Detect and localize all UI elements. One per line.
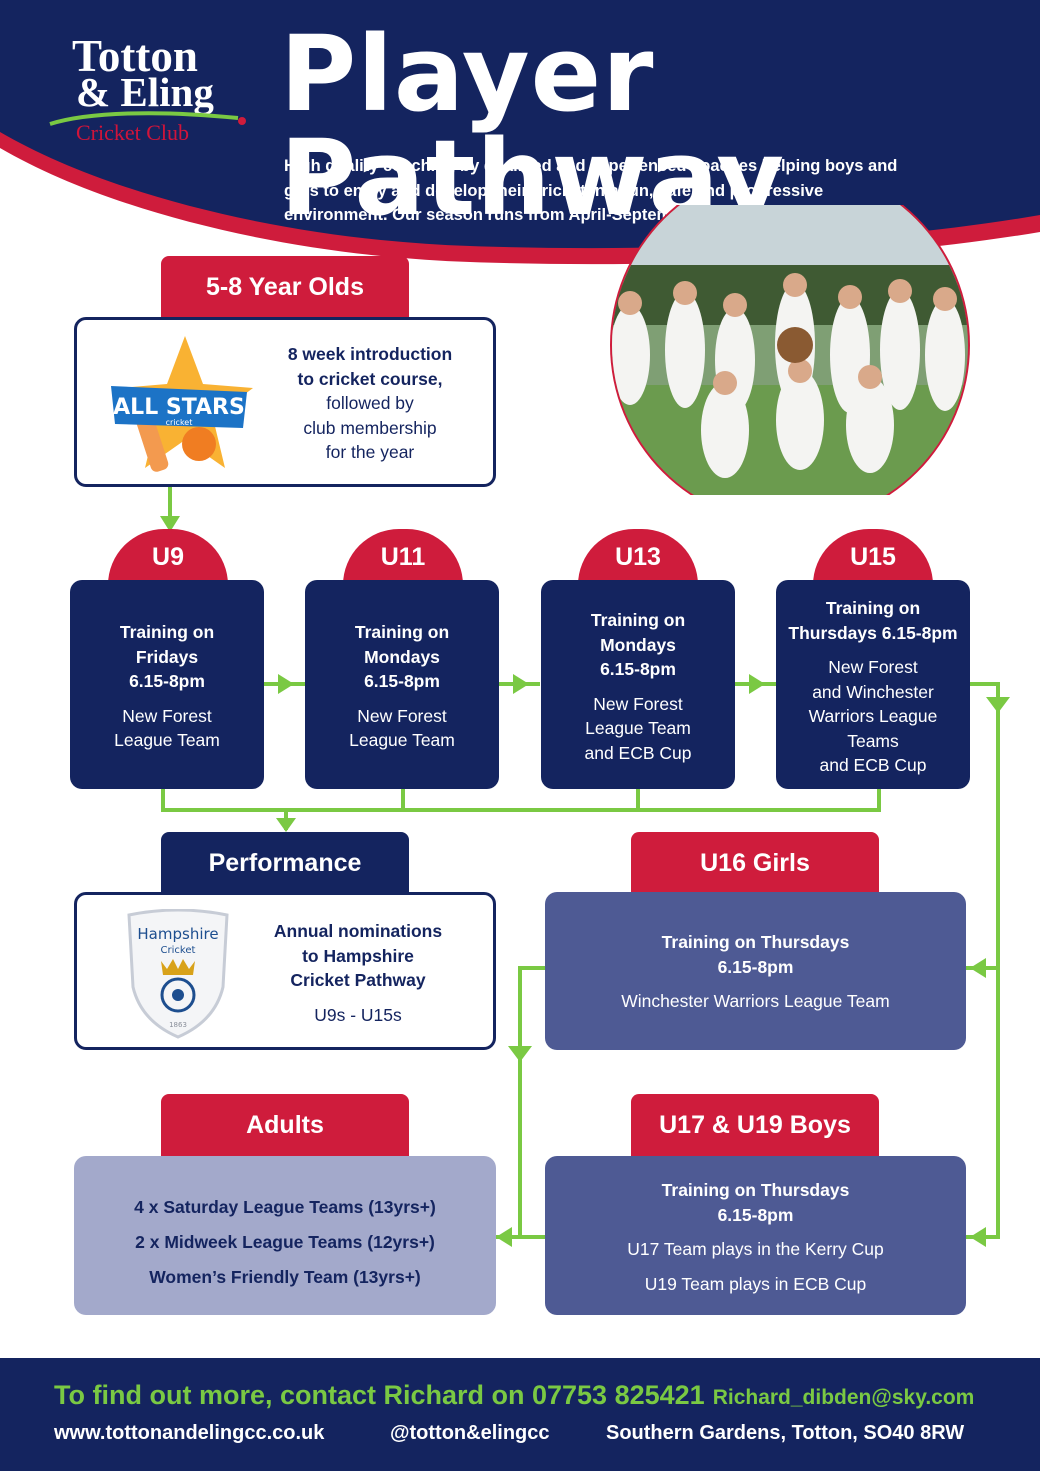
u9-line-2: Fridays [135,646,199,667]
performance-line-4: U9s - U15s [314,1004,402,1025]
u13-line-1: Training on [590,610,686,630]
footer-contact: To find out more, contact Richard on 077… [54,1380,974,1411]
u17-u19-line-3: U17 Team plays in the Kerry Cup [627,1239,884,1259]
hampshire-crest-icon: Hampshire Cricket 1863 [127,909,229,1039]
u16-girls-box: Training on Thursdays 6.15-8pm Wincheste… [545,892,966,1050]
u15-line-1: Training on [825,598,921,618]
pathway-connectors [160,487,1010,1247]
performance-line-2: to Hampshire [302,945,414,966]
performance-line-1: Annual nominations [273,921,443,941]
all-stars-line-4: club membership [303,417,437,438]
all-stars-badge-icon: ALL STARS cricket [111,336,253,472]
all-stars-line-1: 8 week introduction [287,344,453,364]
u11-line-2: Mondays [364,646,440,667]
u9-box: Training on Fridays 6.15-8pm New Forest … [70,580,264,789]
header-banner [0,0,1040,265]
u11-box: Training on Mondays 6.15-8pm New Forest … [305,580,499,789]
u15-line-2: Thursdays 6.15-8pm [788,622,958,643]
u13-box: Training on Mondays 6.15-8pm New Forest … [541,580,735,789]
tab-u16-girls[interactable]: U16 Girls [631,832,879,894]
u9-team-2: League Team [114,730,220,750]
u9-line-1: Training on [119,622,215,642]
u15-team-2: and Winchester [812,681,934,702]
team-photo [610,205,970,495]
footer: To find out more, contact Richard on 077… [0,1358,1040,1471]
crest-year: 1863 [169,1021,187,1029]
badge-bottom-text: cricket [166,418,193,427]
u11-team-1: New Forest [357,705,447,726]
contact-text: To find out more, contact Richard on 077… [54,1380,705,1410]
performance-box: Hampshire Cricket 1863 Annual nomination… [74,892,496,1050]
contact-email-link[interactable]: Richard_dibden@sky.com [712,1386,975,1409]
all-stars-box: ALL STARS cricket 8 week introduction to… [74,317,496,487]
crest-line-2: Cricket [161,945,196,956]
u17-u19-line-1: Training on Thursdays [661,1180,850,1200]
all-stars-line-5: for the year [325,442,415,462]
website-link[interactable]: www.tottonandelingcc.co.uk [54,1422,325,1444]
u11-line-3: 6.15-8pm [364,671,440,691]
u13-team-1: New Forest [593,693,683,714]
u13-team-3: and ECB Cup [584,742,692,763]
logo-swoosh-icon [49,111,246,126]
tab-performance[interactable]: Performance [161,832,409,894]
badge-top-text: ALL STARS [113,395,245,420]
all-stars-line-3: followed by [326,393,414,413]
logo-line-1: Totton [72,31,198,81]
u13-line-3: 6.15-8pm [600,659,676,679]
u15-box: Training on Thursdays 6.15-8pm New Fores… [776,580,970,789]
all-stars-line-2: to cricket course, [297,368,443,389]
tab-adults[interactable]: Adults [161,1094,409,1156]
tab-u17-u19-boys[interactable]: U17 & U19 Boys [631,1094,879,1156]
u17-u19-line-4: U19 Team plays in ECB Cup [644,1273,867,1294]
u17-u19-box: Training on Thursdays 6.15-8pm U17 Team … [545,1156,966,1315]
logo-line-3: Cricket Club [76,120,190,145]
u15-team-3: Warriors League [808,706,938,726]
u13-line-2: Mondays [600,634,676,655]
u16-girls-line-2: 6.15-8pm [717,956,794,977]
club-address: Southern Gardens, Totton, SO40 8RW [606,1422,965,1444]
u13-team-2: League Team [585,718,691,738]
adults-line-3: Women’s Friendly Team (13yrs+) [149,1267,421,1287]
tab-5-8-year-olds[interactable]: 5-8 Year Olds [161,256,409,318]
u15-team-5: and ECB Cup [819,755,927,775]
u9-team-1: New Forest [122,705,212,726]
social-handle-link[interactable]: @totton&elingcc [390,1422,550,1444]
u11-team-2: League Team [349,730,455,750]
u11-line-1: Training on [354,622,450,642]
performance-line-3: Cricket Pathway [290,970,426,990]
u17-u19-line-2: 6.15-8pm [717,1204,794,1225]
u16-girls-line-1: Training on Thursdays [661,932,850,952]
logo-line-2: & Eling [76,69,214,115]
intro-text: High quality coaching by qualified and e… [284,157,898,224]
adults-line-2: 2 x Midweek League Teams (12yrs+) [135,1232,435,1252]
adults-box: 4 x Saturday League Teams (13yrs+) 2 x M… [74,1156,496,1315]
u16-girls-line-3: Winchester Warriors League Team [621,991,890,1011]
u15-team-4: Teams [847,730,899,751]
adults-line-1: 4 x Saturday League Teams (13yrs+) [134,1197,436,1217]
u9-line-3: 6.15-8pm [129,671,205,691]
u15-team-1: New Forest [828,657,918,677]
crest-line-1: Hampshire [137,925,218,943]
